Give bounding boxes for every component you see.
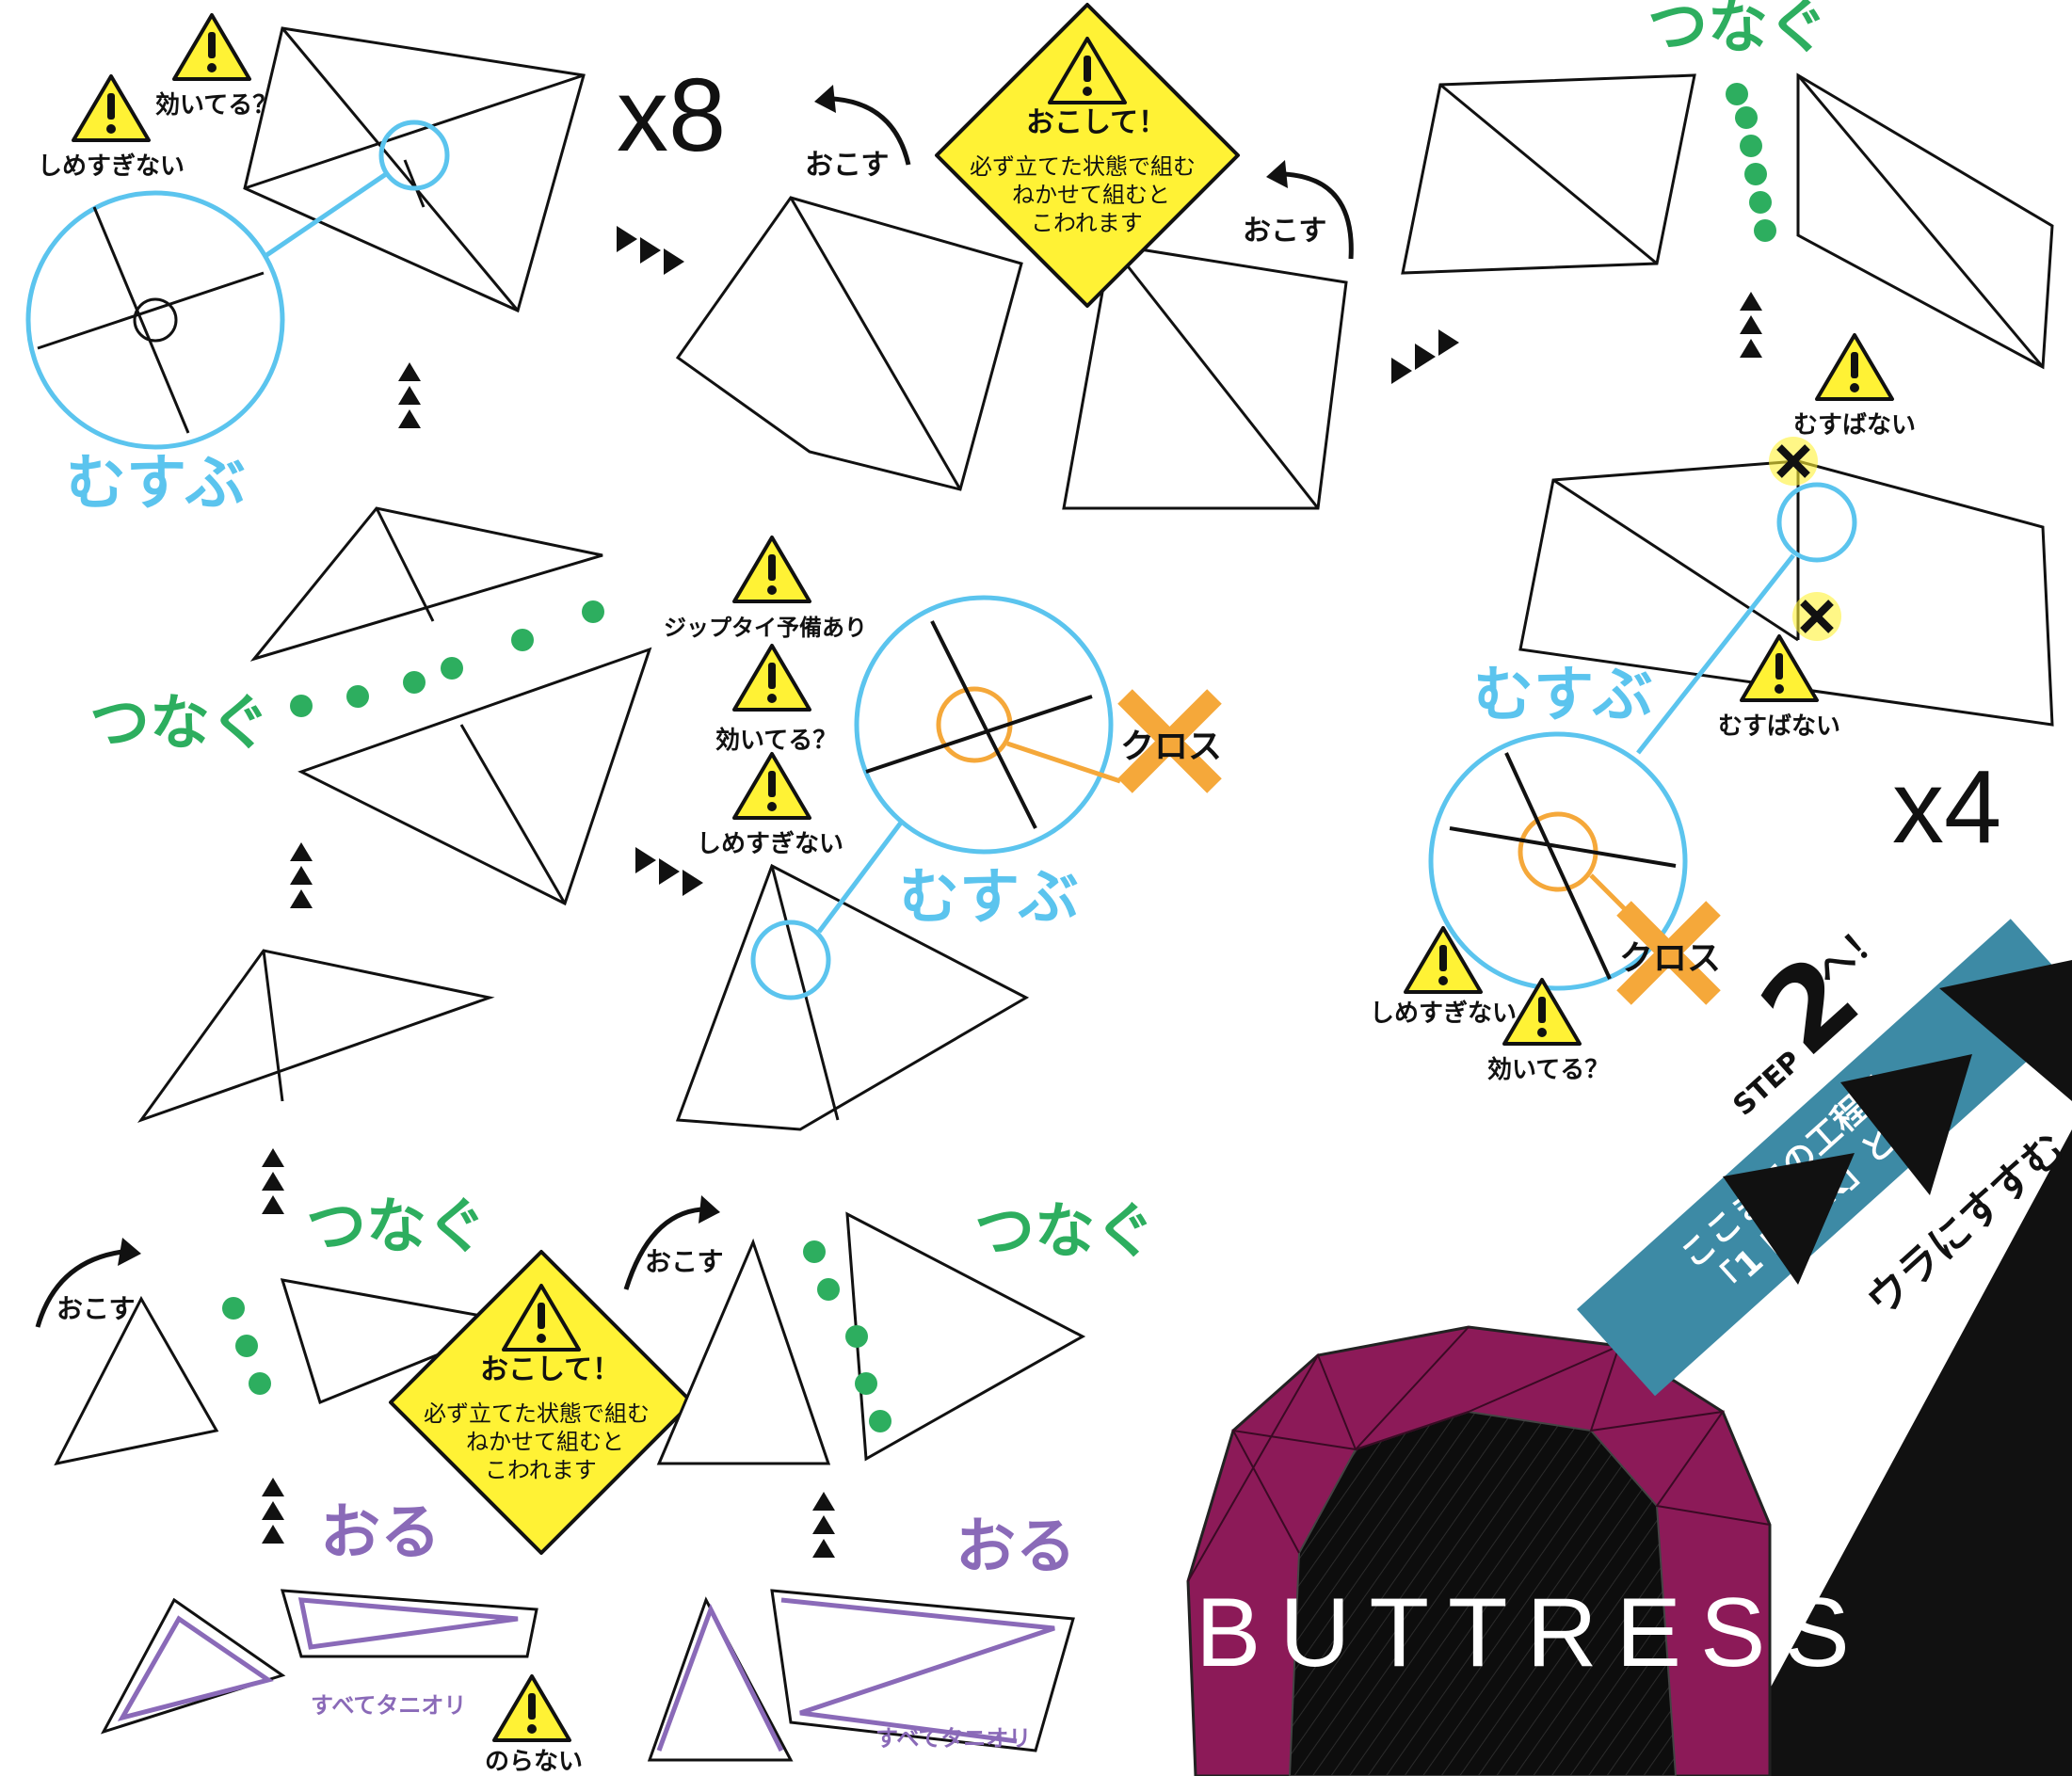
- label-x8: x8: [617, 57, 726, 173]
- label-musubu-2: むすぶ: [899, 863, 1079, 933]
- svg-text:こわれます: こわれます: [1031, 210, 1143, 236]
- label-shimesuginai-2: しめすぎない: [697, 830, 843, 858]
- triangle-arrow-icon: [290, 842, 313, 908]
- label-noranai: のらない: [485, 1748, 583, 1776]
- warning-icon: [494, 1676, 570, 1740]
- label-oru-1: おる: [320, 1498, 441, 1568]
- label-shimesuginai-3: しめすぎない: [1370, 1000, 1517, 1028]
- dome-illustration: [1188, 1327, 1770, 1776]
- warning-icon: [174, 15, 249, 79]
- label-okosu-2: おこす: [645, 1246, 723, 1277]
- connection-dots: [1726, 83, 1776, 242]
- warning-icon: [73, 76, 149, 140]
- label-x4: x4: [1892, 749, 2001, 865]
- label-shimesuginai: しめすぎない: [38, 152, 185, 181]
- connection-dots: [222, 1297, 271, 1395]
- label-tsunagu-2: つなぐ: [306, 1192, 487, 1262]
- panel-top-left: [245, 28, 584, 311]
- label-subete-tanioru-1: すべてタニオリ: [311, 1692, 466, 1719]
- label-cross-2: クロス: [1619, 939, 1721, 978]
- panel-top-right: [1403, 75, 2052, 367]
- svg-text:ねかせて組むと: ねかせて組むと: [1012, 182, 1170, 208]
- label-musubu-1: むすぶ: [66, 449, 246, 519]
- svg-text:おこして！: おこして！: [1026, 106, 1166, 139]
- panel-single-triangle: [141, 951, 490, 1120]
- label-musubanai-1: むすばない: [1793, 411, 1916, 440]
- warning-icon: [734, 754, 810, 818]
- label-kikiteru: 効いてる？: [155, 90, 277, 120]
- triangle-arrow-icon: [1740, 292, 1762, 358]
- title-buttress: BUTTRESS: [1196, 1578, 1869, 1688]
- label-subete-tanioru-2: すべてタニオリ: [875, 1725, 1031, 1752]
- triangle-arrow-icon: [635, 847, 703, 896]
- label-kikiteru-2: 効いてる？: [715, 726, 837, 755]
- svg-text:ねかせて組むと: ねかせて組むと: [466, 1429, 624, 1455]
- svg-text:必ず立てた状態で組む: 必ず立てた状態で組む: [424, 1400, 650, 1427]
- warning-icon: [734, 646, 810, 710]
- warning-icon: [1817, 335, 1892, 399]
- label-okosu-1: おこす: [56, 1293, 135, 1324]
- label-oru-2: おる: [956, 1512, 1076, 1582]
- zoom-circle-large: [28, 193, 282, 447]
- triangle-arrow-icon: [398, 362, 421, 428]
- triangle-arrow-icon: [812, 1492, 835, 1558]
- label-zip-spare: ジップタイ予備あり: [664, 615, 867, 641]
- svg-text:STEP: STEP: [1727, 1045, 1808, 1123]
- svg-text:必ず立てた状態で組む: 必ず立てた状態で組む: [970, 153, 1196, 180]
- triangle-arrow-icon: [262, 1148, 284, 1214]
- svg-text:おこして！: おこして！: [480, 1353, 620, 1386]
- triangle-arrow-icon: [262, 1478, 284, 1544]
- panel-mid-left: [254, 508, 650, 904]
- warning-icon: [734, 537, 810, 601]
- label-okosu-3: おこす: [805, 149, 889, 182]
- label-tsunagu-3: つなぐ: [974, 1197, 1155, 1267]
- label-cross-1: クロス: [1120, 728, 1222, 766]
- svg-text:こわれます: こわれます: [485, 1457, 597, 1483]
- label-tsunagu-4: つなぐ: [1647, 0, 1828, 62]
- triangle-arrow-icon: [617, 226, 684, 275]
- label-tsunagu-1: つなぐ: [89, 689, 270, 759]
- label-musubu-3: むすぶ: [1473, 661, 1653, 730]
- label-okosu-4: おこす: [1243, 215, 1326, 248]
- label-musubanai-2: むすばない: [1718, 712, 1840, 741]
- triangle-arrow-icon: [1391, 329, 1459, 384]
- label-kikiteru-3: 効いてる？: [1487, 1055, 1609, 1084]
